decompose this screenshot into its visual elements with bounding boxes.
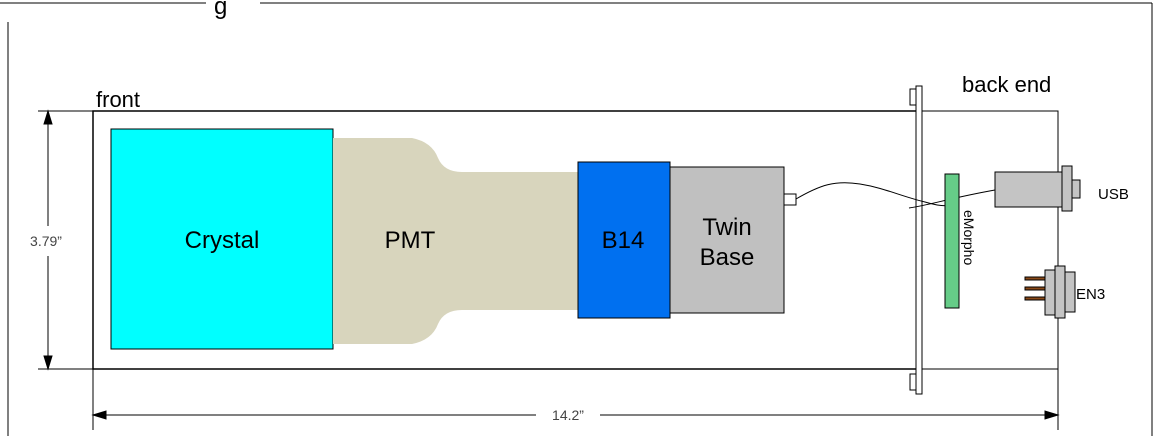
base-connector — [783, 193, 797, 206]
signal-cable — [795, 182, 953, 207]
length-dimension-label: 14.2” — [552, 407, 584, 423]
b14-block — [577, 161, 671, 319]
pmt-label: PMT — [385, 227, 436, 254]
crystal-block — [110, 128, 334, 350]
twin-base-label-line2: Base — [700, 244, 755, 271]
en3-label: EN3 — [1076, 286, 1105, 303]
emorpho-label: eMorpho — [961, 210, 977, 265]
en3-connector-body — [1064, 271, 1076, 313]
end-panel — [915, 85, 923, 395]
panel-screw-top — [909, 88, 917, 106]
pmt-body — [333, 138, 578, 344]
header-fragment: g — [214, 0, 227, 20]
panel-screw-bottom — [909, 373, 917, 391]
usb-label: USB — [1098, 186, 1129, 203]
usb-cable — [908, 189, 996, 209]
usb-connector-flange — [1061, 165, 1073, 212]
height-dimension — [38, 109, 93, 371]
back-end-label: back end — [962, 72, 1051, 97]
front-label: front — [96, 87, 140, 112]
twin-base-block — [669, 166, 785, 314]
en3-pins — [1024, 276, 1046, 301]
twin-base-label-line1: Twin — [702, 214, 751, 241]
b14-label: B14 — [602, 227, 645, 254]
height-dimension-label: 3.79” — [30, 233, 62, 249]
length-dimension — [91, 369, 1060, 430]
usb-connector-body — [994, 171, 1063, 208]
crystal-label: Crystal — [185, 227, 260, 254]
usb-connector-nose — [1071, 179, 1081, 199]
back-end-enclosure — [920, 110, 1059, 370]
en3-connector-ring — [1054, 265, 1066, 319]
emorpho-board — [944, 173, 960, 309]
en3-connector-flange — [1044, 269, 1056, 316]
